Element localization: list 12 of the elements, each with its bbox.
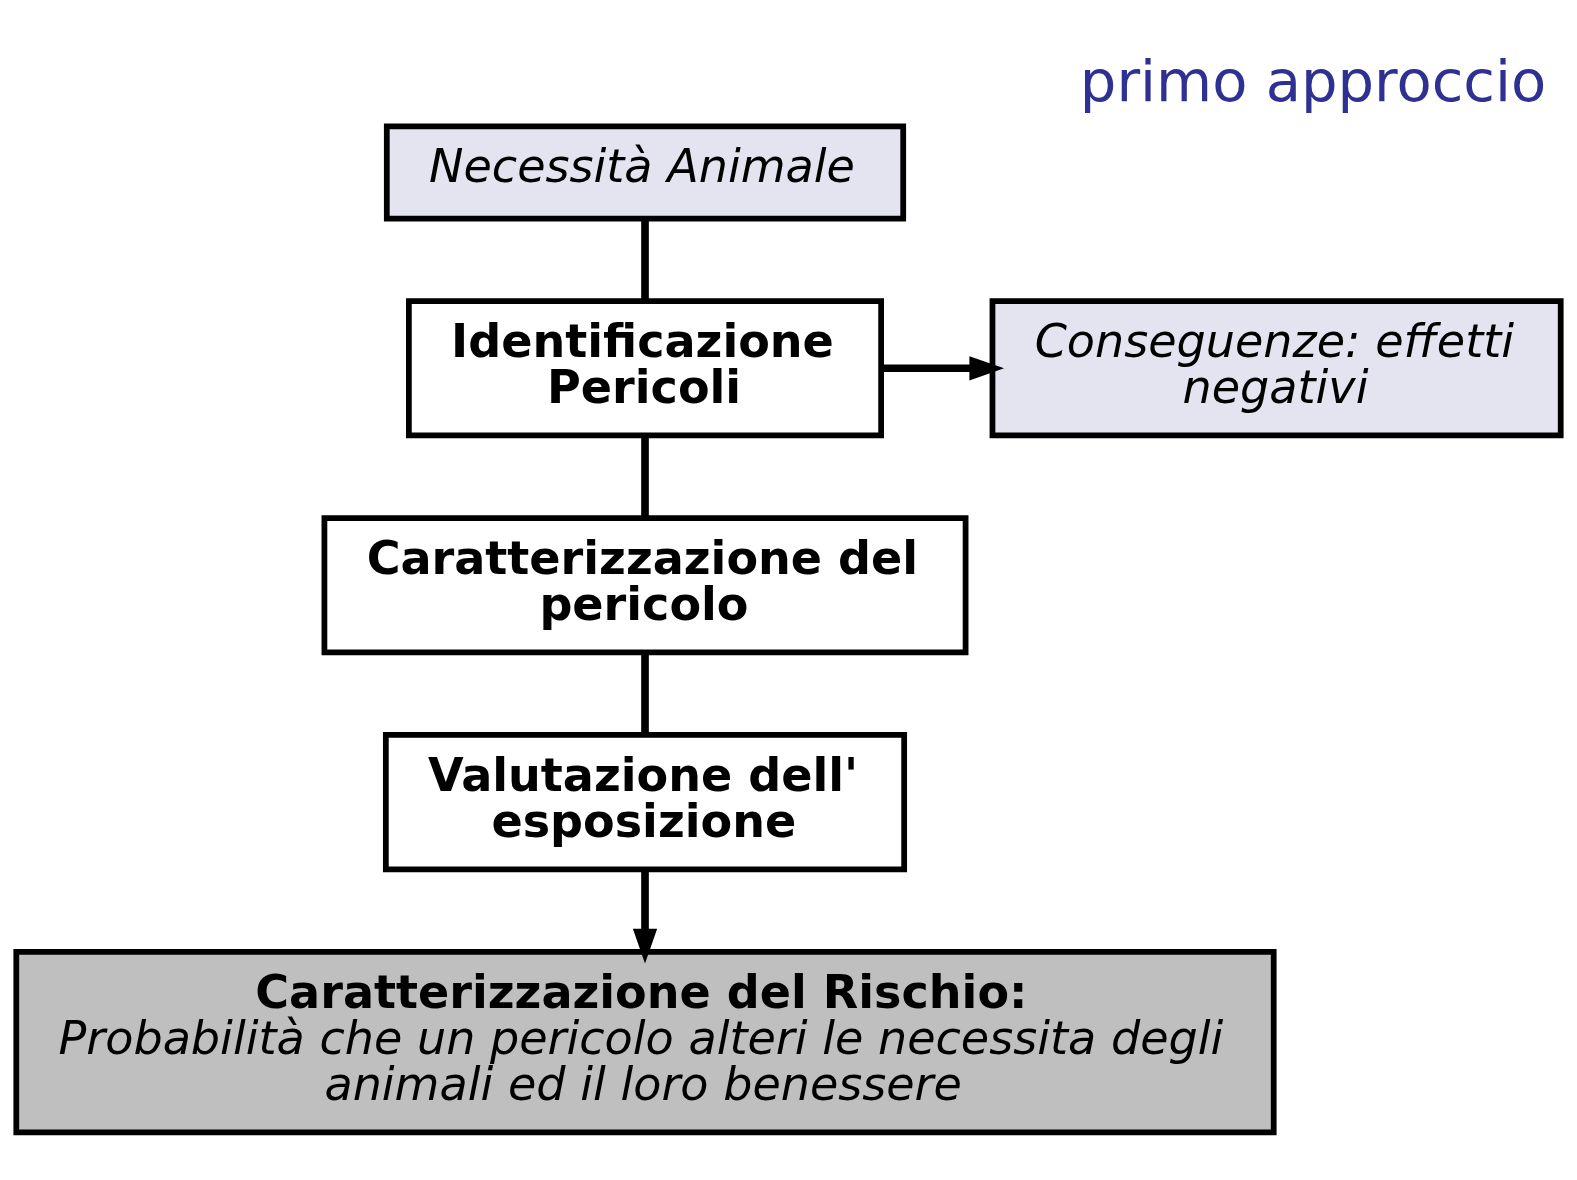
node-box: Conseguenze: effetti negativi: [989, 298, 1564, 439]
node-box: Identificazione Pericoli: [406, 298, 884, 439]
connector: [641, 218, 649, 301]
arrow: [632, 869, 658, 964]
diagram-title: primo approccio: [1079, 48, 1547, 116]
connector: [641, 435, 649, 518]
connector: [641, 652, 649, 735]
arrow: [881, 356, 1005, 381]
node-box: Caratterizzazione del pericolo: [321, 515, 969, 656]
node-box: Valutazione dell' esposizione: [382, 732, 908, 873]
node-box: Caratterizzazione del Rischio: Probabilità che un pericolo alteri le necessita degli animali ed il loro benessere: [13, 949, 1277, 1136]
node-box: Necessità Animale: [383, 123, 907, 222]
